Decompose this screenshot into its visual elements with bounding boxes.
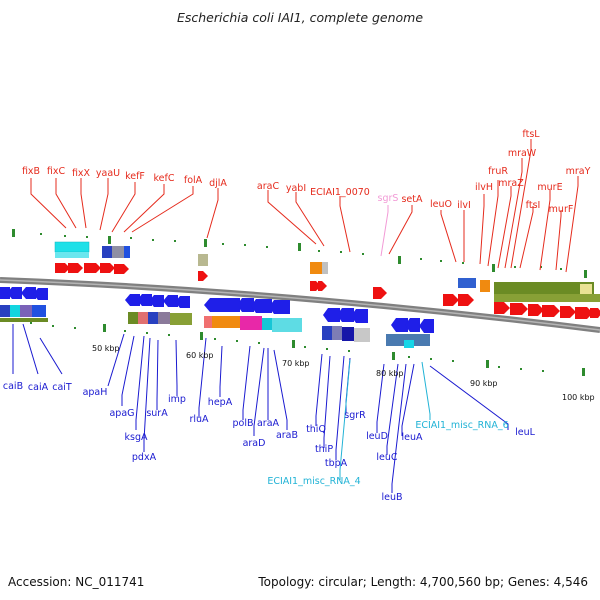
upper-gene-label-17: mraZ (498, 178, 524, 189)
upper-gene-label-19: ftsL (522, 129, 540, 140)
lower-gene-label-21: leuC (376, 452, 398, 463)
genome-summary-text: Topology: circular; Length: 4,700,560 bp… (257, 575, 588, 589)
scale-tick-50: 50 kbp (92, 344, 120, 353)
upper-gene-label-16: fruR (488, 166, 508, 177)
scale-tick-90: 90 kbp (470, 379, 498, 388)
lower-gene-label-12: araD (243, 438, 266, 449)
lower-gene-label-16: thiP (315, 444, 333, 455)
lower-gene-label-3: apaH (83, 387, 108, 398)
upper-gene-arrows (55, 263, 600, 319)
lower-connector-lines (12, 323, 509, 493)
upper-gene-label-11: sgrS (378, 193, 399, 204)
lower-gene-label-11: polB (233, 418, 254, 429)
upper-gene-labels: fixB fixC fixX yaaU kefF kefC folA djlA araC yabI… (22, 129, 591, 215)
upper-gene-label-12: setA (401, 194, 423, 205)
lower-gene-label-15: thiQ (306, 424, 326, 435)
upper-gene-label-3: yaaU (96, 168, 120, 179)
lower-feature-boxes (0, 305, 430, 348)
upper-feature-boxes (54, 241, 600, 302)
lower-gene-label-14: araB (276, 430, 298, 441)
lower-gene-label-0: caiB (3, 381, 23, 392)
scale-tick-60: 60 kbp (186, 351, 214, 360)
lower-gene-label-22: leuB (381, 492, 402, 503)
lower-gene-label-19: sgrR (344, 410, 366, 421)
lower-gene-label-8: imp (168, 394, 186, 405)
lower-gene-label-9: rluA (189, 414, 209, 425)
lower-gene-label-6: pdxA (132, 452, 157, 463)
green-tick-marks (8, 229, 587, 376)
lower-gene-label-13: araA (257, 418, 280, 429)
lower-gene-label-7: surA (146, 408, 168, 419)
lower-gene-arrows (0, 287, 434, 333)
upper-gene-label-8: araC (257, 181, 280, 192)
lower-gene-label-1: caiA (28, 382, 49, 393)
upper-gene-label-4: kefF (125, 171, 145, 182)
upper-gene-label-14: ilvI (457, 200, 471, 211)
lower-gene-label-25: leuL (515, 427, 536, 438)
pink-connector-line (380, 205, 389, 257)
scale-tick-labels: 50 kbp 60 kbp 70 kbp 80 kbp 90 kbp 100 k… (92, 344, 595, 402)
upper-gene-label-20: ftsI (526, 200, 541, 211)
upper-gene-label-6: folA (184, 175, 203, 186)
upper-gene-label-13: leuO (430, 199, 452, 210)
upper-connector-lines (30, 139, 579, 273)
lower-gene-label-20: leuD (366, 431, 388, 442)
accession-text: Accession: NC_011741 (8, 575, 144, 589)
upper-gene-label-5: kefC (154, 173, 175, 184)
lower-gene-label-5: ksgA (125, 432, 148, 443)
lower-gene-label-23: leuA (401, 432, 423, 443)
upper-gene-label-18: mraW (508, 148, 537, 159)
lower-gene-label-2: caiT (52, 382, 72, 393)
map-title: Escherichia coli IAI1, complete genome (177, 10, 423, 25)
scale-tick-100: 100 kbp (562, 393, 595, 402)
scale-tick-70: 70 kbp (282, 359, 310, 368)
lower-gene-label-18: ECIAI1_misc_RNA_4 (267, 476, 360, 487)
upper-gene-label-9: yabI (286, 183, 306, 194)
upper-gene-label-22: murF (549, 204, 574, 215)
lower-gene-label-17: tbpA (325, 458, 348, 469)
misc-rna-connector-lines (339, 359, 431, 480)
upper-gene-label-10: ECIAI1_0070 (310, 187, 370, 198)
upper-gene-label-15: ilvH (475, 182, 493, 193)
upper-gene-label-2: fixX (72, 168, 91, 179)
upper-gene-label-1: fixC (47, 166, 66, 177)
lower-gene-label-10: hepA (208, 397, 233, 408)
upper-gene-label-23: mraY (566, 166, 591, 177)
upper-gene-label-0: fixB (22, 166, 40, 177)
upper-gene-label-7: djlA (209, 178, 227, 189)
upper-gene-label-21: murE (537, 182, 562, 193)
scale-tick-80: 80 kbp (376, 369, 404, 378)
lower-gene-label-24: ECIAI1_misc_RNA_6 (415, 420, 508, 431)
lower-gene-label-4: apaG (109, 408, 134, 419)
